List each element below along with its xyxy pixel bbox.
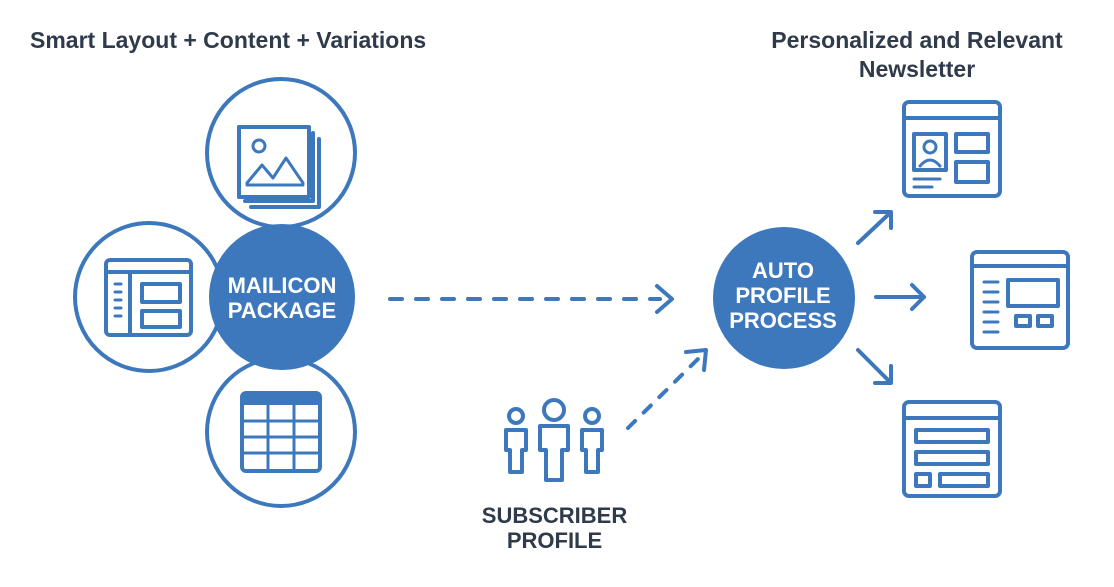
layout-sidebar-icon bbox=[104, 258, 193, 337]
auto-profile-label: AUTO PROFILE PROCESS bbox=[729, 258, 837, 333]
auto-profile-circle bbox=[713, 227, 855, 369]
arrow-to-middle bbox=[874, 283, 926, 311]
left-heading: Smart Layout + Content + Variations bbox=[30, 27, 427, 53]
table-node bbox=[205, 356, 357, 508]
subscriber-profile-label: SUBSCRIBER PROFILE bbox=[481, 503, 628, 553]
mailicon-package-label: MAILICON PACKAGE bbox=[227, 273, 337, 323]
image-stack-node bbox=[205, 77, 357, 229]
dashed-arrow-diagonal bbox=[626, 348, 708, 430]
newsletter-sidebar-icon bbox=[970, 250, 1070, 350]
newsletter-rows-icon bbox=[902, 400, 1002, 498]
arrow-to-top bbox=[856, 210, 893, 245]
people-group-icon bbox=[504, 398, 604, 482]
image-stack-icon bbox=[237, 125, 321, 209]
layout-node bbox=[73, 221, 225, 373]
arrow-to-bottom bbox=[856, 348, 893, 385]
mailicon-package-circle bbox=[209, 224, 355, 370]
dashed-arrow-horizontal bbox=[388, 284, 674, 314]
right-heading: Personalized and Relevant Newsletter bbox=[771, 27, 1063, 82]
newsletter-profile-icon bbox=[902, 100, 1002, 198]
table-grid-icon bbox=[240, 391, 322, 473]
